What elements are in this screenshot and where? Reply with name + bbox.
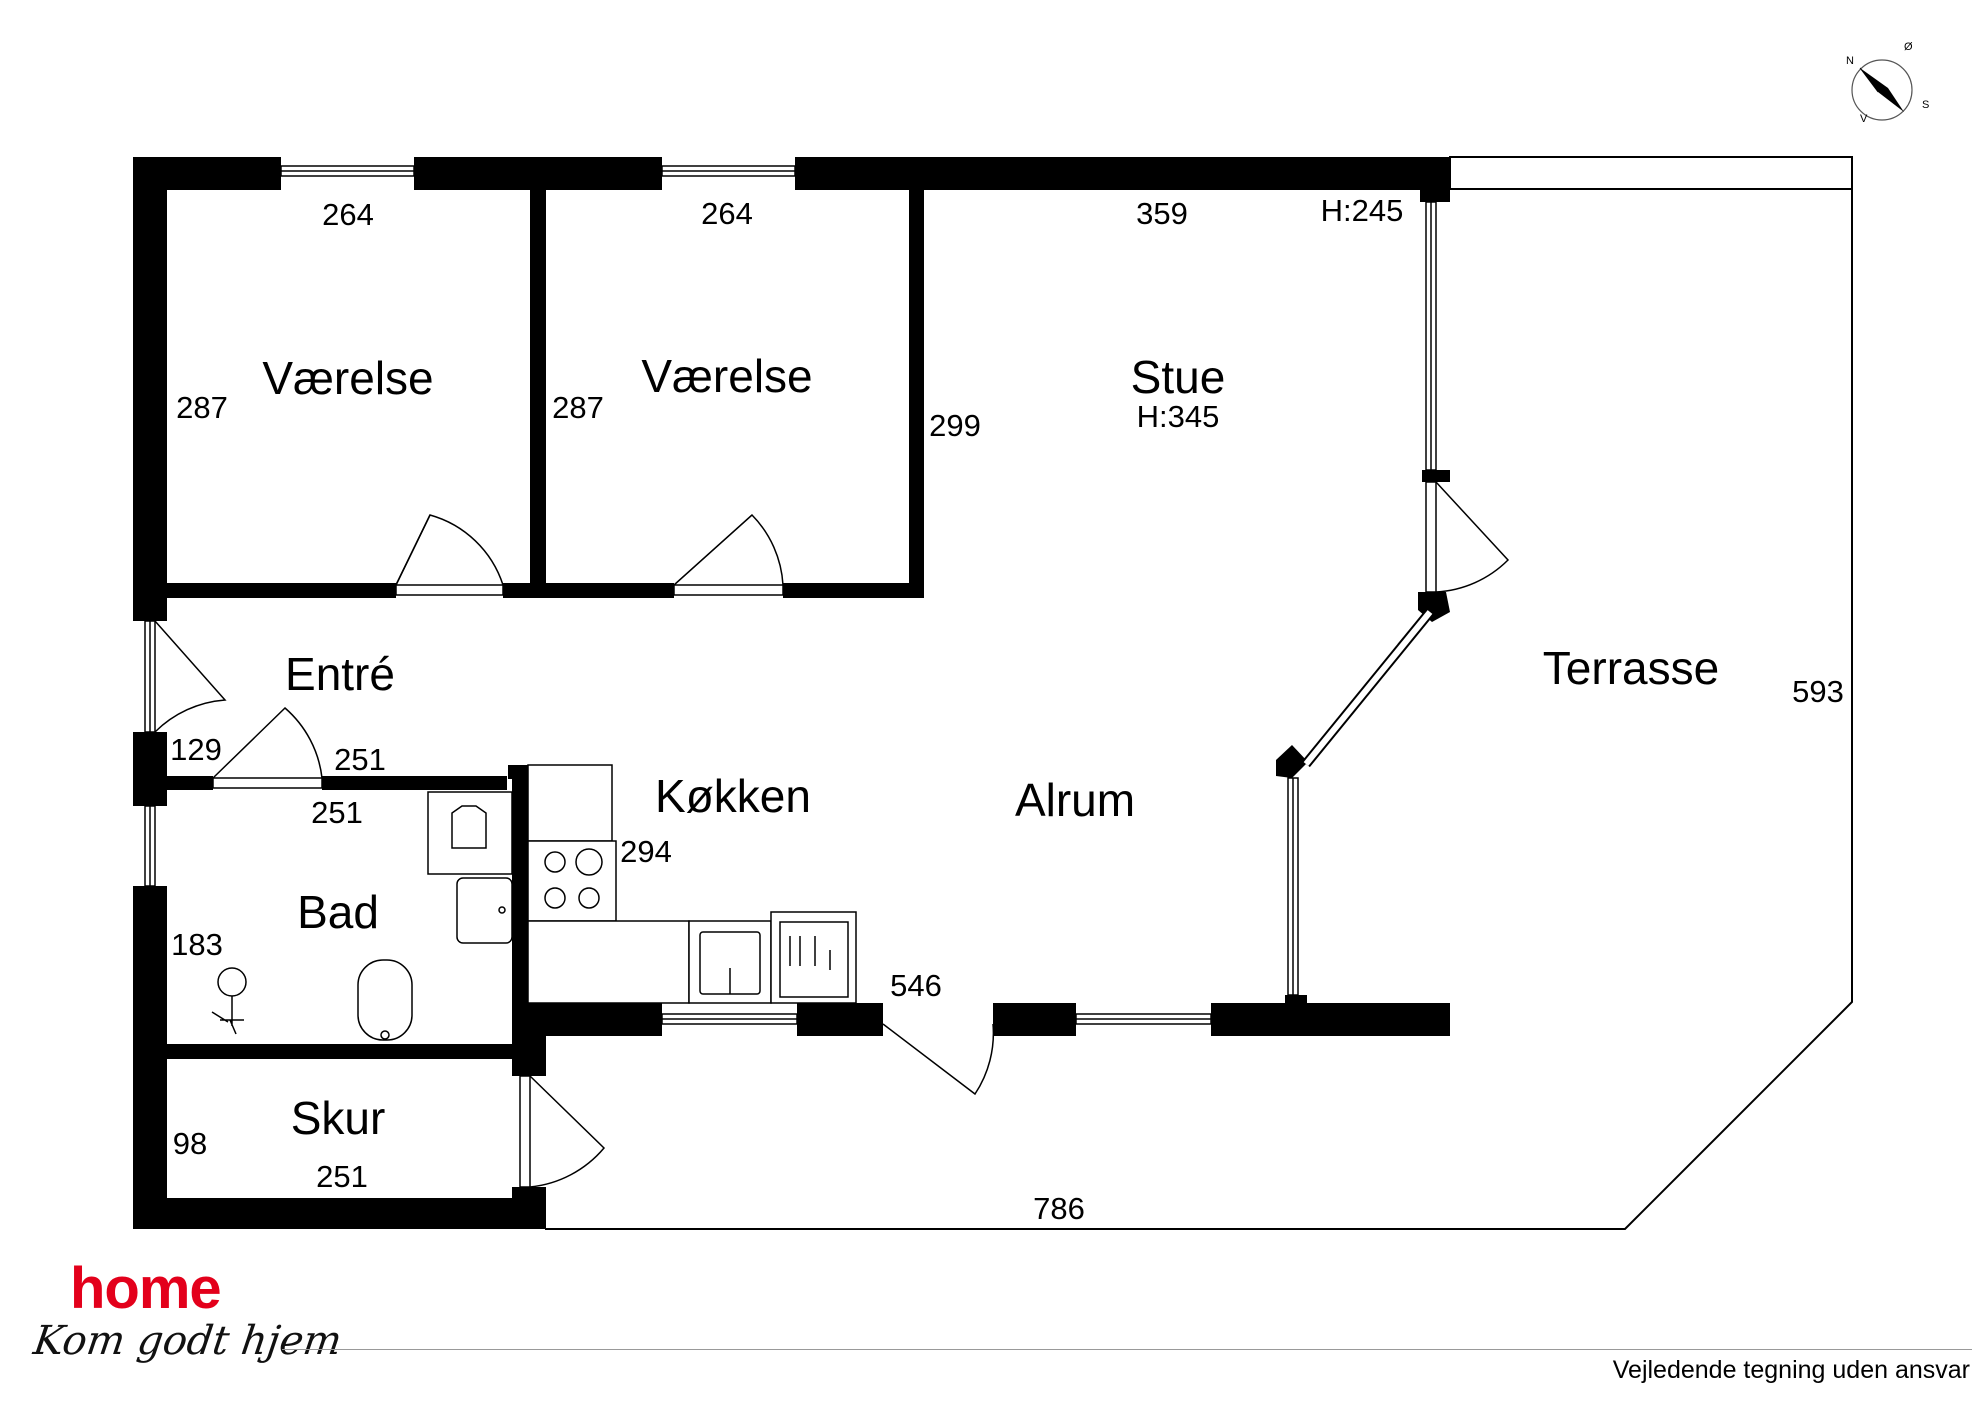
bath-fixtures [211, 791, 513, 1041]
door-swings [154, 481, 1510, 1188]
dim-vaerelse-1-depth: 287 [176, 390, 228, 425]
dim-total-width: 786 [1033, 1191, 1085, 1226]
compass-north: N [1846, 55, 1854, 67]
dim-stue-width: 359 [1136, 196, 1188, 231]
disclaimer-text: Vejledende tegning uden ansvar [1612, 1356, 1970, 1384]
dim-terrasse-depth: 593 [1792, 674, 1844, 709]
brand-logo: home [70, 1256, 222, 1321]
washbasin-icon [456, 877, 513, 944]
kitchen-cabinet-top [527, 764, 613, 842]
dim-window-height: H:245 [1321, 193, 1404, 228]
compass-west: V [1860, 113, 1868, 125]
terrace-outline [545, 156, 1853, 1230]
room-label-koekken: Køkken [655, 770, 811, 822]
dim-skur-width: 251 [316, 1159, 368, 1194]
room-label-alrum: Alrum [1015, 774, 1135, 826]
room-label-stue: Stue [1131, 351, 1226, 403]
dim-vaerelse-2-width: 264 [701, 196, 753, 231]
shower-icon [217, 967, 247, 997]
compass-east: Ø [1904, 41, 1913, 53]
room-label-vaerelse-2: Værelse [641, 350, 812, 402]
dim-alrum-width: 546 [890, 968, 942, 1003]
room-label-skur: Skur [291, 1092, 386, 1144]
windows [144, 165, 1437, 1188]
kitchen-counter [527, 920, 690, 1004]
compass-south: S [1922, 99, 1929, 111]
brand-slogan: Kom godt hjem [30, 1318, 345, 1364]
room-label-bad: Bad [297, 886, 379, 938]
compass-icon: N Ø S V [1846, 41, 1929, 125]
room-label-terrasse: Terrasse [1543, 642, 1719, 694]
kitchen-fixtures [527, 764, 857, 1004]
dim-stue-depth: 299 [929, 408, 981, 443]
room-label-entre: Entré [285, 648, 395, 700]
stove-icon [527, 840, 617, 922]
dim-vaerelse-2-depth: 287 [552, 390, 604, 425]
walls [133, 157, 1450, 1229]
footer-divider [282, 1349, 1972, 1350]
room-height-stue: H:345 [1137, 399, 1220, 434]
dim-entre-side: 251 [334, 742, 386, 777]
dim-koekken-depth: 294 [620, 834, 672, 869]
room-label-vaerelse-1: Værelse [262, 352, 433, 404]
dim-bad-width: 251 [311, 795, 363, 830]
dim-entre-width: 129 [170, 732, 222, 767]
dim-bad-depth: 183 [171, 927, 223, 962]
toilet-icon [357, 959, 413, 1041]
dim-vaerelse-1-width: 264 [322, 197, 374, 232]
dim-skur-depth: 98 [173, 1126, 207, 1161]
